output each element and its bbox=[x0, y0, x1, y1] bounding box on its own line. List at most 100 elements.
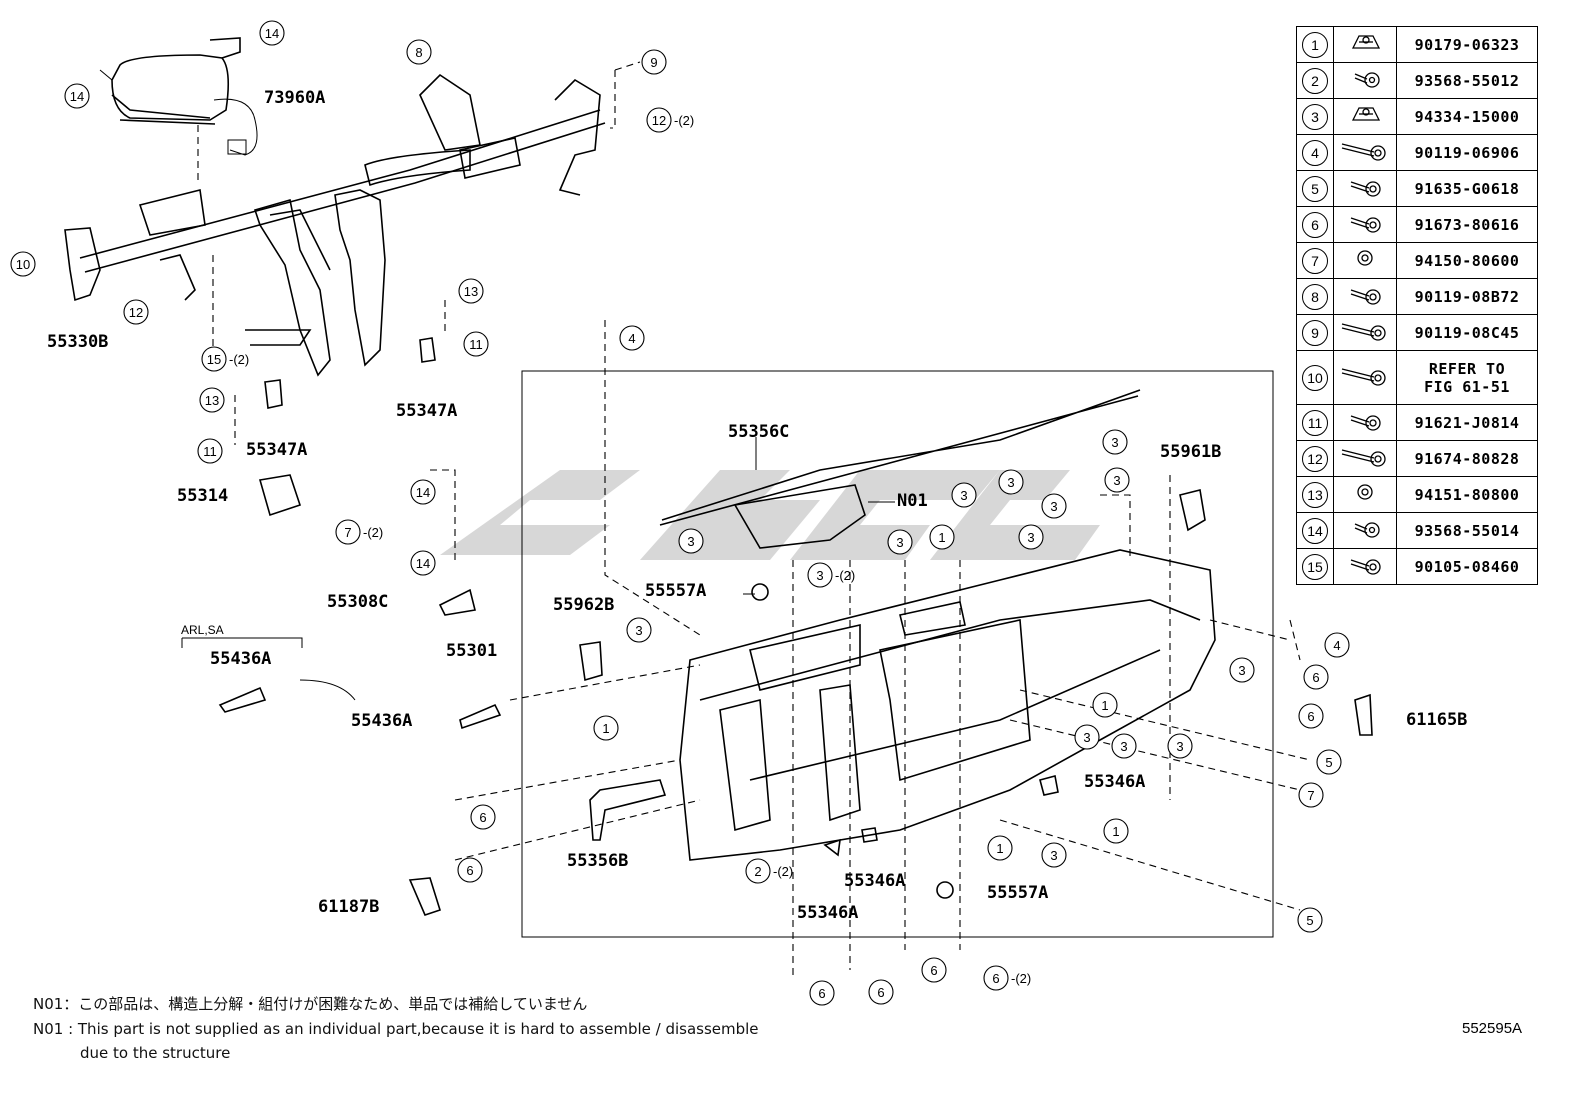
callout-4: 4 bbox=[1324, 632, 1350, 658]
svg-text:3: 3 bbox=[687, 534, 694, 549]
svg-text:6: 6 bbox=[1312, 670, 1319, 685]
legend-part-code: 94334-15000 bbox=[1396, 98, 1538, 135]
label-55436A: 55436A bbox=[210, 649, 271, 669]
svg-text:3: 3 bbox=[896, 535, 903, 550]
legend-number: 4 bbox=[1296, 134, 1334, 171]
legend-number: 8 bbox=[1296, 278, 1334, 315]
svg-text:14: 14 bbox=[416, 556, 430, 571]
svg-text:3: 3 bbox=[960, 488, 967, 503]
callout-3: 3 bbox=[626, 617, 652, 643]
legend-number: 14 bbox=[1296, 512, 1334, 549]
callout-14: 14 bbox=[410, 479, 436, 505]
screw-icon bbox=[1333, 62, 1397, 99]
svg-text:3: 3 bbox=[1050, 499, 1057, 514]
legend-part-code: 93568-55012 bbox=[1396, 62, 1538, 99]
label-55346A-2: 55346A bbox=[844, 871, 905, 891]
instrument-panel-drawing bbox=[218, 337, 1373, 916]
svg-text:-(2): -(2) bbox=[229, 352, 249, 367]
diagram-code: 552595A bbox=[1462, 1020, 1523, 1037]
svg-text:2: 2 bbox=[754, 864, 761, 879]
legend-number: 10 bbox=[1296, 350, 1334, 405]
svg-text:3: 3 bbox=[1007, 475, 1014, 490]
clip-nut-icon bbox=[1333, 26, 1397, 63]
label-55346A-3: 55346A bbox=[797, 903, 858, 923]
svg-text:10: 10 bbox=[16, 257, 30, 272]
svg-text:14: 14 bbox=[70, 89, 84, 104]
svg-text:14: 14 bbox=[416, 485, 430, 500]
callout-3: 3 bbox=[951, 482, 977, 508]
svg-text:7: 7 bbox=[344, 525, 351, 540]
label-55557A: 55557A bbox=[645, 581, 706, 601]
callout-15: 15 -(2) bbox=[201, 346, 249, 372]
svg-text:-(2): -(2) bbox=[674, 113, 694, 128]
svg-text:-(2): -(2) bbox=[773, 864, 793, 879]
legend-number: 12 bbox=[1296, 440, 1334, 477]
callout-2: 2 -(2) bbox=[745, 858, 793, 884]
callout-14: 14 bbox=[259, 20, 285, 46]
callout-10: 10 bbox=[10, 251, 36, 277]
label-55356C: 55356C bbox=[728, 422, 789, 442]
svg-text:3: 3 bbox=[1120, 739, 1127, 754]
note-japanese: N01：この部品は、構造上分解・組付けが困難なため、単品では補給していません bbox=[33, 995, 588, 1013]
svg-text:4: 4 bbox=[628, 331, 635, 346]
svg-text:-(2): -(2) bbox=[835, 568, 855, 583]
legend-part-code: 91621-J0814 bbox=[1396, 404, 1538, 441]
callout-6: 6-(2) bbox=[983, 965, 1031, 991]
callout-3: 3 bbox=[1167, 733, 1193, 759]
svg-text:3: 3 bbox=[1176, 739, 1183, 754]
callout-3: 3 bbox=[1074, 724, 1100, 750]
svg-text:-(2): -(2) bbox=[363, 525, 383, 540]
callout-7: 7 bbox=[1298, 782, 1324, 808]
svg-text:-(2): -(2) bbox=[1011, 971, 1031, 986]
svg-text:9: 9 bbox=[650, 55, 657, 70]
callout-6: 6 bbox=[809, 980, 835, 1006]
callout-1: 1 bbox=[1092, 692, 1118, 718]
svg-text:6: 6 bbox=[479, 810, 486, 825]
legend-part-code: 94150-80600 bbox=[1396, 242, 1538, 279]
callout-3: 3 bbox=[1041, 493, 1067, 519]
label-N01: N01 bbox=[897, 491, 928, 511]
label-55347A-2: 55347A bbox=[246, 440, 307, 460]
callout-6: 6 bbox=[1303, 664, 1329, 690]
long-bolt-icon bbox=[1333, 350, 1397, 405]
callout-6: 6 bbox=[921, 957, 947, 983]
legend-part-code: 91635-G0618 bbox=[1396, 170, 1538, 207]
label-55330B: 55330B bbox=[47, 332, 108, 352]
svg-text:6: 6 bbox=[930, 963, 937, 978]
label-arl-sa: ARL,SA bbox=[181, 623, 224, 637]
callout-13: 13 bbox=[458, 278, 484, 304]
label-55314: 55314 bbox=[177, 486, 228, 506]
callout-1: 1 bbox=[987, 835, 1013, 861]
label-55557A-2: 55557A bbox=[987, 883, 1048, 903]
svg-text:3: 3 bbox=[1083, 730, 1090, 745]
legend-part-code: 93568-55014 bbox=[1396, 512, 1538, 549]
svg-text:11: 11 bbox=[469, 337, 483, 352]
svg-text:12: 12 bbox=[129, 305, 143, 320]
legend-number: 6 bbox=[1296, 206, 1334, 243]
long-bolt-icon bbox=[1333, 440, 1397, 477]
callout-3: 3 bbox=[678, 528, 704, 554]
svg-text:15: 15 bbox=[207, 352, 221, 367]
bolt-icon bbox=[1333, 206, 1397, 243]
svg-text:3: 3 bbox=[1111, 435, 1118, 450]
label-55347A: 55347A bbox=[396, 401, 457, 421]
callout-6: 6 bbox=[1298, 703, 1324, 729]
callout-11: 11 bbox=[197, 438, 223, 464]
bolt-icon bbox=[1333, 278, 1397, 315]
legend-part-code: REFER TO FIG 61-51 bbox=[1396, 350, 1538, 405]
bolt-icon bbox=[1333, 170, 1397, 207]
label-61165B: 61165B bbox=[1406, 710, 1467, 730]
svg-text:13: 13 bbox=[205, 393, 219, 408]
label-55308C: 55308C bbox=[327, 592, 388, 612]
callout-3: 3 bbox=[1104, 467, 1130, 493]
nut-icon bbox=[1333, 476, 1397, 513]
svg-text:12: 12 bbox=[652, 113, 666, 128]
label-73960A: 73960A bbox=[264, 88, 325, 108]
legend-part-code: 90179-06323 bbox=[1396, 26, 1538, 63]
